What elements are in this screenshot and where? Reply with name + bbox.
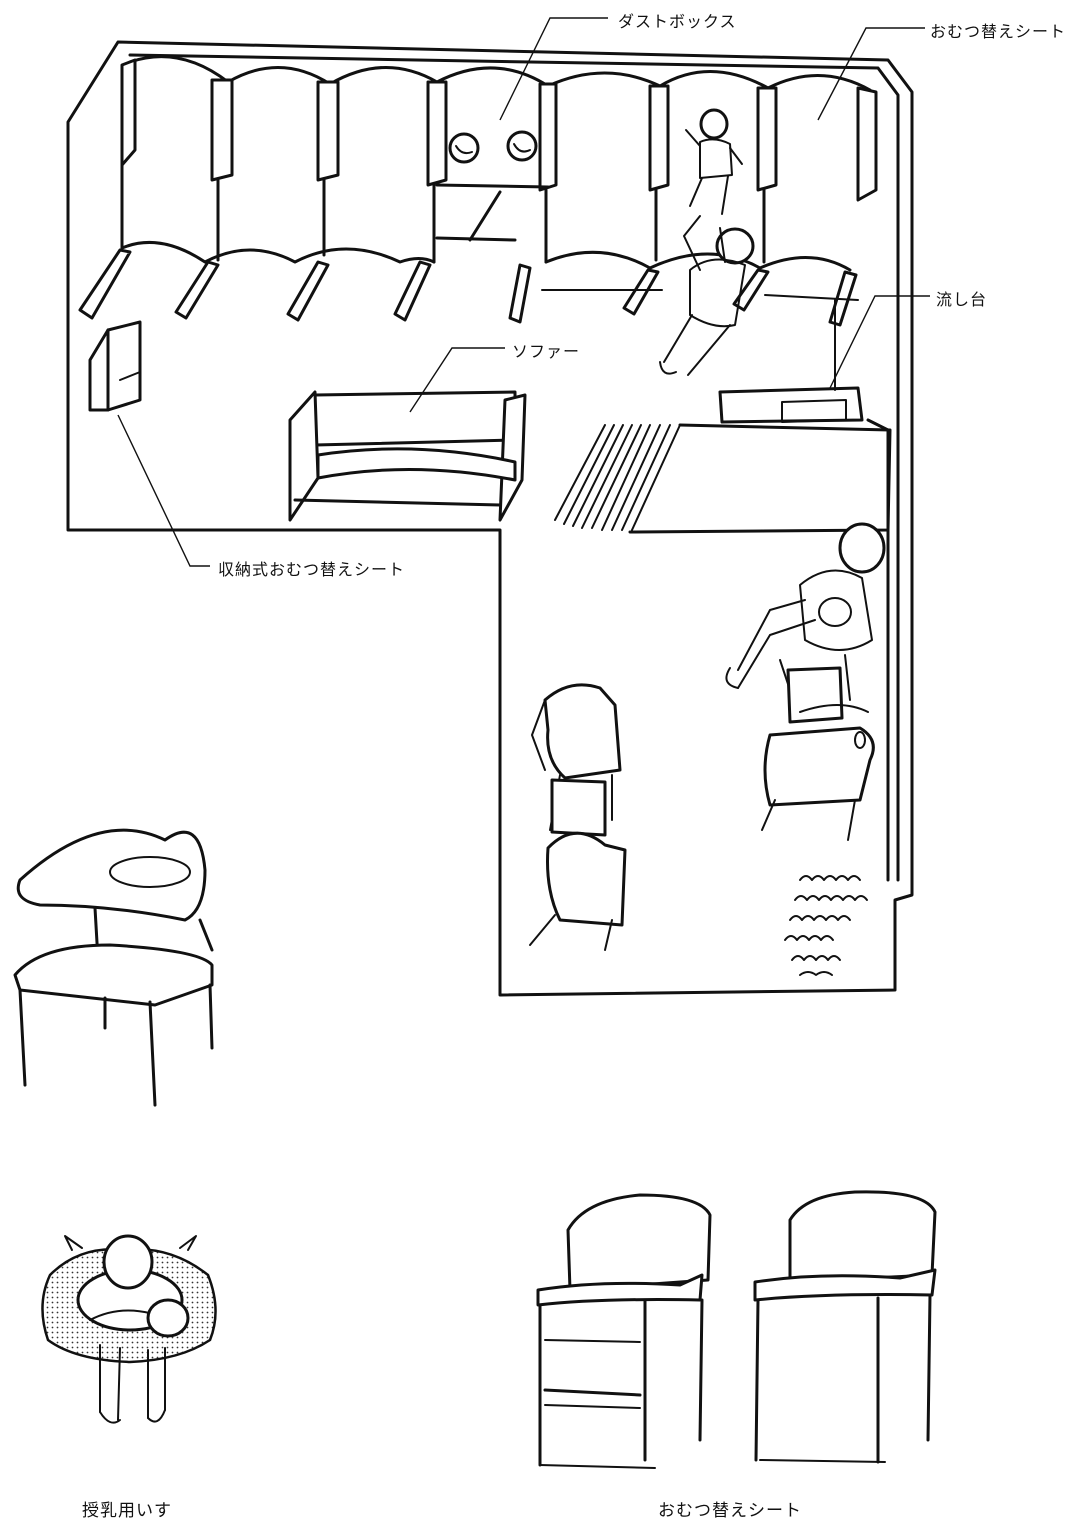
foldable-diaper-sheet [88,320,142,412]
nursing-chair-drawing [13,828,214,1107]
nursing-chair-caption: 授乳用いす [82,1501,172,1521]
foldable-diaper-sheet-label: 収納式おむつ替えシート [218,560,406,579]
sink-label: 流し台 [936,290,988,309]
diaper-sheet-caption: おむつ替えシート [658,1501,802,1521]
sofa-label: ソファー [512,342,581,361]
diaper-sheet-top-label: おむつ替えシート [930,22,1067,41]
sink [718,299,864,424]
sofa [288,390,527,522]
dust-box-label: ダストボックス [618,12,737,31]
dust-box [448,130,538,164]
label-leader-lines [117,17,930,567]
lounge-chairs [529,666,875,951]
child-figure [685,108,743,215]
adult-figure [659,215,755,376]
nursing-chair-top-view [41,1234,217,1424]
mother-nursing-figure [725,522,886,701]
diaper-booth-row [78,55,878,327]
folding-partition [554,423,892,534]
potted-plant [784,875,868,976]
diaper-sheet-stands [536,1190,937,1469]
